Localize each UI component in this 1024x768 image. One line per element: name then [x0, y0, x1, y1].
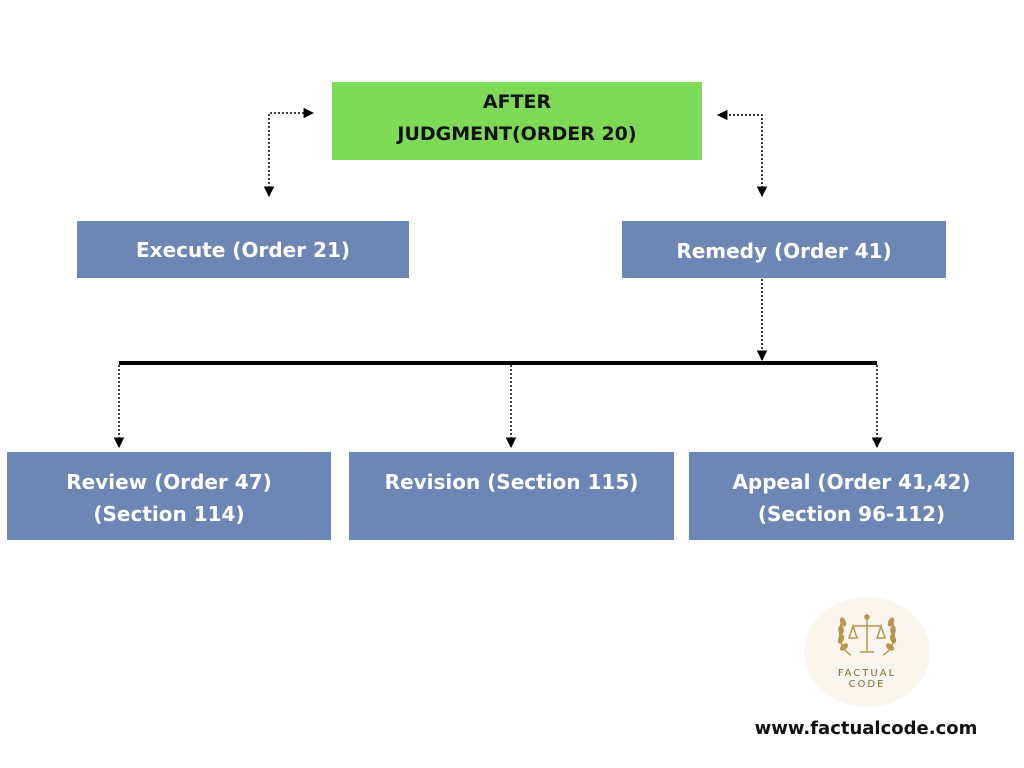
node-execute-label: Execute (Order 21) — [136, 238, 350, 262]
node-revision: Revision (Section 115) — [349, 452, 674, 540]
node-remedy: Remedy (Order 41) — [622, 221, 946, 278]
node-review-line1: Review (Order 47) — [66, 470, 272, 494]
connector-root-execute — [263, 107, 315, 198]
node-review-line2: (Section 114) — [93, 502, 245, 526]
node-appeal-line2: (Section 96-112) — [757, 502, 946, 526]
node-after-judgment-line1: AFTER — [482, 91, 552, 113]
node-execute: Execute (Order 21) — [77, 221, 409, 278]
connector-root-remedy — [716, 109, 768, 198]
logo-text-factual: FACTUAL — [837, 668, 897, 679]
node-revision-line1: Revision (Section 115) — [384, 470, 639, 494]
website-url: www.factualcode.com — [754, 718, 978, 739]
scales-of-justice-icon — [837, 614, 897, 656]
factual-code-logo: FACTUAL CODE — [804, 597, 930, 707]
node-review: Review (Order 47) (Section 114) — [7, 452, 331, 540]
node-remedy-label: Remedy (Order 41) — [676, 239, 892, 263]
logo-text-code: CODE — [848, 679, 886, 690]
node-appeal-line1: Appeal (Order 41,42) — [732, 470, 971, 494]
node-after-judgment: AFTER JUDGMENT(ORDER 20) — [332, 82, 702, 160]
node-appeal: Appeal (Order 41,42) (Section 96-112) — [689, 452, 1014, 540]
node-after-judgment-line2: JUDGMENT(ORDER 20) — [397, 123, 637, 145]
